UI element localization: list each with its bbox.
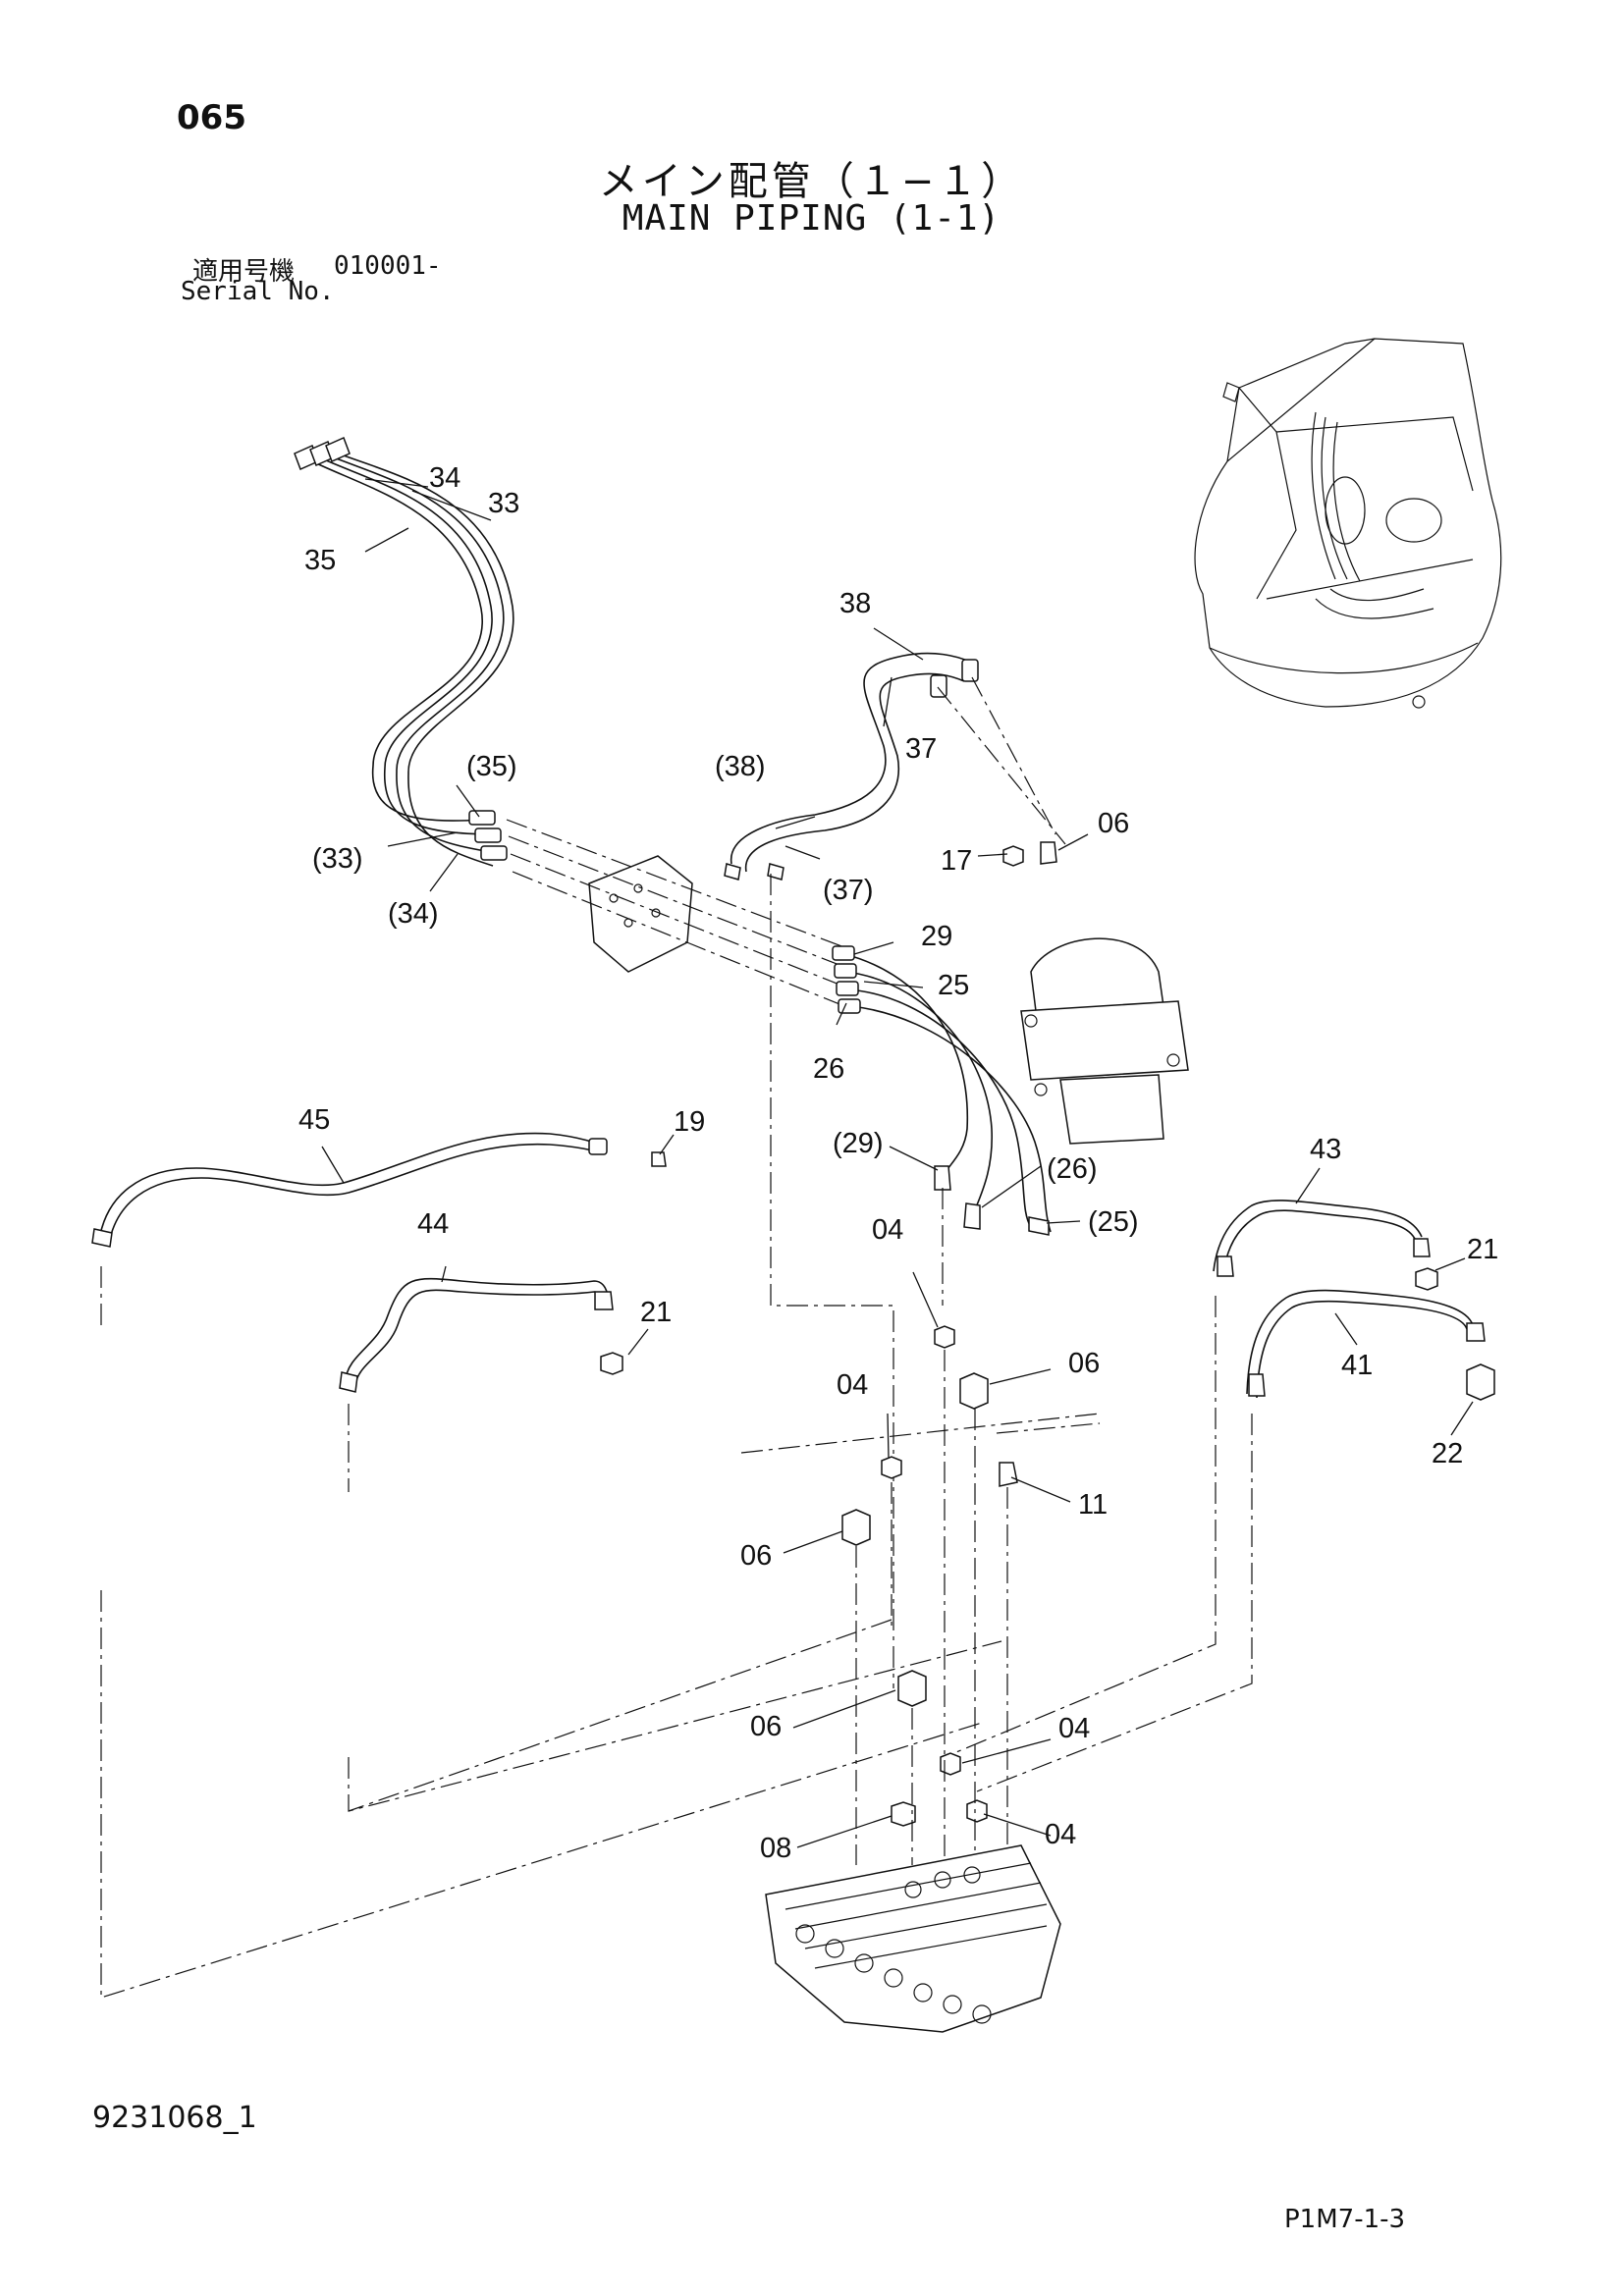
callout-04-lower: 04 [1058,1713,1090,1744]
callout-25: 25 [938,970,969,1001]
leader-lines [321,478,1474,1848]
callout-33: 33 [488,488,519,519]
callout-29-ref: (29) [833,1128,884,1159]
callout-35: 35 [304,545,336,576]
title-english: MAIN PIPING (1-1) [622,198,1001,239]
hose-25-26-29-group [832,945,1052,1306]
hose-44 [339,1277,623,1492]
callout-33-ref: (33) [312,843,363,875]
callout-11: 11 [1078,1489,1108,1521]
callout-04-middle: 04 [837,1369,868,1401]
hose-41-43-group [944,1200,1495,1792]
callout-21-left: 21 [640,1297,672,1328]
swivel-block [506,819,845,1007]
page-number: 065 [177,98,246,137]
callout-37-ref: (37) [823,875,874,906]
callout-43: 43 [1310,1134,1341,1165]
callout-04-upper: 04 [872,1214,903,1246]
control-valve [765,1844,1061,2033]
callout-25-ref: (25) [1088,1206,1139,1238]
callout-44: 44 [417,1208,449,1240]
callout-08: 08 [760,1833,791,1864]
callout-45: 45 [298,1104,330,1136]
applicable-label-japanese: 適用号機 [192,257,296,287]
routing-lines [100,1590,1002,1999]
fittings-17-06 [1002,841,1057,867]
applicable-serial: 010001- [334,251,442,281]
callout-35-ref: (35) [466,751,517,782]
page-code: P1M7-1-3 [1284,2205,1406,2234]
callout-06-upper: 06 [1068,1348,1100,1379]
applicable-label-english: Serial No. [181,277,335,306]
callout-38: 38 [839,588,871,619]
excavator-inset-illustration [1194,338,1502,709]
callout-37: 37 [905,733,937,765]
callout-06-left: 06 [740,1540,772,1572]
callout-29: 29 [921,921,952,952]
swing-motor [1020,937,1189,1145]
fittings-column [740,1325,1101,1865]
callout-22: 22 [1432,1438,1463,1469]
callout-26-ref: (26) [1047,1153,1098,1185]
callout-19: 19 [674,1106,705,1138]
hose-45 [91,1132,667,1325]
callout-21-right: 21 [1467,1234,1498,1265]
callout-38-ref: (38) [715,751,766,782]
callout-labels: 34 33 35 (35) (33) (34) 38 37 (38) (37) … [298,462,1498,1864]
hose-33-34-35-group [294,436,514,867]
callout-34: 34 [429,462,460,494]
hose-37-38-group [724,652,1066,1688]
callout-06-lower: 06 [750,1711,782,1742]
document-number: 9231068_1 [92,2101,257,2135]
callout-17: 17 [941,845,972,877]
callout-34-ref: (34) [388,898,439,930]
callout-06-motor: 06 [1098,808,1129,839]
callout-04-bottom: 04 [1045,1819,1076,1850]
callout-26: 26 [813,1053,844,1085]
callout-41: 41 [1341,1350,1373,1381]
title-japanese: メイン配管（１−１） [598,159,1025,204]
